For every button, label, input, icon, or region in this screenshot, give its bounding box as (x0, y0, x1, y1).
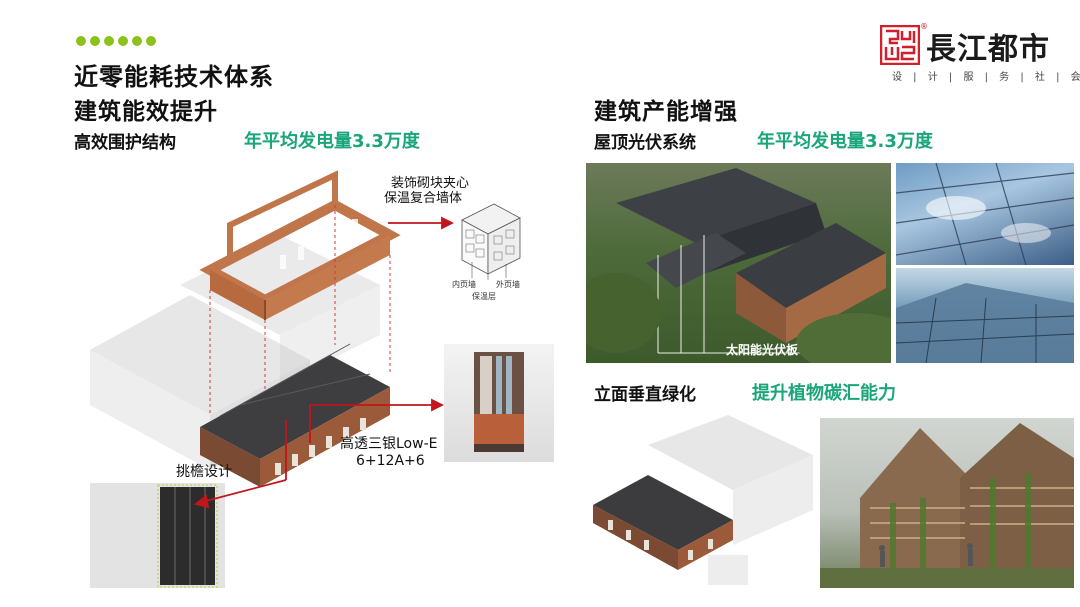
envelope-diagram (90, 170, 455, 588)
logo-name: 長江都市 (926, 32, 1050, 67)
glass-label-line2: 6+12A+6 (356, 453, 425, 469)
green-heading: 立面垂直绿化 (594, 385, 696, 405)
glass-label-line1: 高透三银Low-E (340, 436, 438, 452)
eaves-label: 挑檐设计 (176, 464, 232, 480)
pv-label: 太阳能光伏板 (726, 343, 799, 357)
dot (146, 36, 156, 46)
registered-mark: ® (920, 22, 928, 31)
right-heading: 建筑产能增强 (594, 99, 738, 125)
right-sub-heading: 屋顶光伏系统 (594, 133, 696, 153)
left-highlight: 年平均发电量3.3万度 (244, 131, 420, 152)
wall-label-line2: 保温复合墙体 (384, 191, 463, 206)
dot (132, 36, 142, 46)
green-highlight: 提升植物碳汇能力 (752, 383, 896, 404)
red-arrows (194, 216, 455, 509)
wall-section-drawing (461, 203, 521, 280)
left-sub-heading: 高效围护结构 (74, 133, 176, 153)
dot (90, 36, 100, 46)
dot (118, 36, 128, 46)
insulation-layer-label: 保温层 (472, 292, 496, 301)
right-highlight: 年平均发电量3.3万度 (757, 131, 933, 152)
dot (76, 36, 86, 46)
inner-page-wall-label: 内页墙 (452, 280, 476, 289)
pv-closeup-photo-top (896, 163, 1074, 265)
left-heading: 建筑能效提升 (74, 99, 218, 125)
pv-closeup-photo-bottom (896, 268, 1074, 363)
decorative-dots (76, 36, 156, 46)
outer-page-wall-label: 外页墙 (496, 280, 520, 289)
window-profile-image (444, 344, 554, 462)
main-building (200, 343, 390, 487)
brick-wall-frame (199, 170, 401, 320)
rooftop-pv-photo: 太阳能光伏板 (586, 163, 891, 363)
dot (104, 36, 114, 46)
page-title: 近零能耗技术体系 (74, 63, 274, 91)
logo-tagline: 设 | 计 | 服 | 务 | 社 | 会 (892, 72, 1080, 83)
greening-diagram (593, 415, 813, 585)
green-facade-photo (820, 418, 1074, 588)
logo-mark-icon (880, 25, 920, 65)
wall-label-line1: 装饰砌块夹心 (391, 176, 470, 191)
company-logo: ® 長江都市 设 | 计 | 服 | 务 | 社 | 会 (880, 22, 1080, 83)
